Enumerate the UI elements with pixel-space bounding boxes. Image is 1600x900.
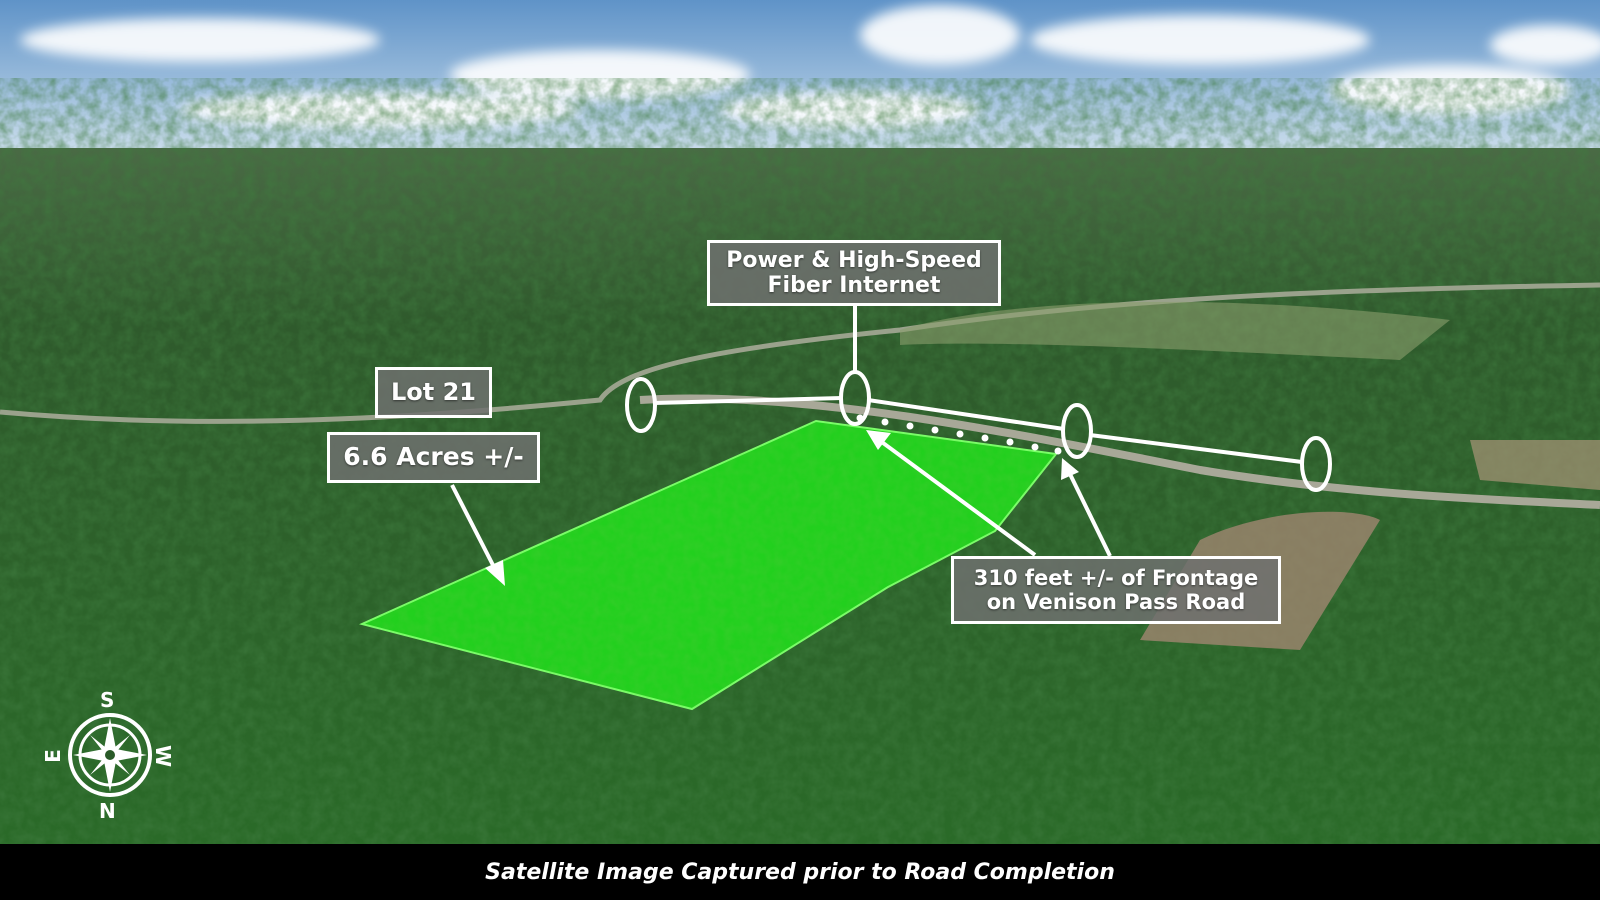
utility-pole-marker bbox=[625, 377, 657, 433]
caption-bar: Satellite Image Captured prior to Road C… bbox=[0, 844, 1600, 900]
utilities-label-line1: Power & High-Speed bbox=[726, 247, 982, 273]
utilities-label-line2: Fiber Internet bbox=[767, 273, 941, 298]
compass-north: N bbox=[99, 799, 116, 823]
acreage-label-text: 6.6 Acres +/- bbox=[343, 442, 524, 472]
lot-label-text: Lot 21 bbox=[390, 377, 476, 406]
venison-pass-road bbox=[639, 394, 1600, 509]
acreage-label: 6.6 Acres +/- bbox=[327, 432, 540, 483]
frontage-label: 310 feet +/- of Frontage on Venison Pass… bbox=[951, 556, 1281, 624]
frontage-dots bbox=[856, 414, 1062, 455]
compass-west: W bbox=[151, 744, 176, 768]
arrows bbox=[450, 430, 1112, 586]
road bbox=[0, 282, 1600, 424]
aerial-satellite-view bbox=[0, 0, 1600, 844]
frontage-label-line2: on Venison Pass Road bbox=[986, 590, 1246, 614]
lot-label: Lot 21 bbox=[375, 367, 492, 418]
utility-pole-marker bbox=[1061, 403, 1093, 459]
caption-text: Satellite Image Captured prior to Road C… bbox=[485, 859, 1115, 885]
utility-pole-marker bbox=[1300, 436, 1332, 492]
clouds bbox=[20, 5, 1600, 128]
power-line bbox=[625, 306, 1332, 492]
utilities-label: Power & High-Speed Fiber Internet bbox=[707, 240, 1001, 306]
compass-rose bbox=[68, 713, 152, 797]
frontage-label-line1: 310 feet +/- of Frontage bbox=[973, 565, 1259, 590]
compass-east: E bbox=[40, 749, 65, 763]
compass-south: S bbox=[100, 688, 115, 712]
